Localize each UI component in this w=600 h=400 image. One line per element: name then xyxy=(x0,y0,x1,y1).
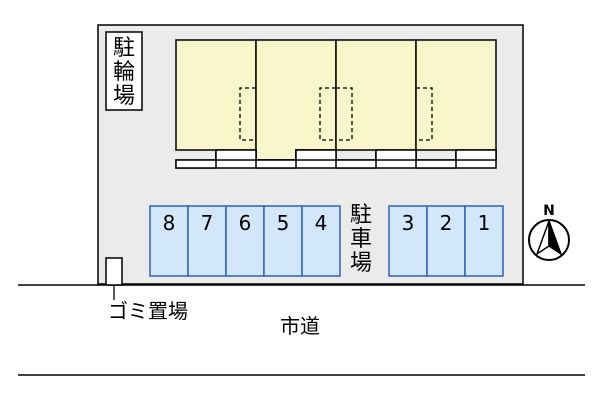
garbage-area-box xyxy=(105,257,123,286)
label-char: 輪 xyxy=(113,60,135,85)
north-label: N xyxy=(543,203,555,219)
parking-space-box xyxy=(149,205,189,277)
parking-space-number: 1 xyxy=(478,211,491,235)
parking-space-box xyxy=(225,205,265,277)
bicycle-parking-label: 駐輪場 xyxy=(113,36,135,109)
parking-space-box xyxy=(187,205,227,277)
label-char: 駐 xyxy=(113,36,135,61)
car-parking-label: 駐車場 xyxy=(350,203,372,276)
parking-space-number: 2 xyxy=(440,211,453,235)
label-char: 車 xyxy=(350,227,372,252)
building-unit-4 xyxy=(415,39,497,161)
city-road-label: 市道 xyxy=(280,314,320,338)
stair-outlines xyxy=(239,87,433,141)
parking-group-left: 8 7 6 5 4 xyxy=(149,205,341,277)
parking-space-3: 3 xyxy=(388,205,428,277)
label-char: 場 xyxy=(350,251,372,276)
parking-space-6: 6 xyxy=(225,205,265,277)
parking-space-box xyxy=(388,205,428,277)
parking-space-7: 7 xyxy=(187,205,227,277)
building-unit-3 xyxy=(335,39,417,161)
building-unit-1 xyxy=(175,39,257,161)
parking-space-number: 5 xyxy=(277,211,290,235)
parking-space-2: 2 xyxy=(426,205,466,277)
parking-space-1: 1 xyxy=(464,205,504,277)
parking-space-number: 7 xyxy=(201,211,214,235)
label-char: 場 xyxy=(113,84,135,109)
parking-space-box xyxy=(464,205,504,277)
north-arrow-icon: N xyxy=(528,203,570,261)
parking-space-5: 5 xyxy=(263,205,303,277)
parking-space-8: 8 xyxy=(149,205,189,277)
building-unit-2 xyxy=(255,39,337,161)
building-front-steps xyxy=(175,149,497,169)
parking-space-box xyxy=(301,205,341,277)
parking-space-4: 4 xyxy=(301,205,341,277)
parking-space-number: 8 xyxy=(163,211,176,235)
label-char: 駐 xyxy=(350,203,372,228)
parking-space-number: 4 xyxy=(315,211,328,235)
bicycle-parking-area xyxy=(105,31,143,111)
parking-space-number: 6 xyxy=(239,211,252,235)
parking-space-number: 3 xyxy=(402,211,415,235)
apartment-building xyxy=(175,39,497,161)
garbage-area-label: ゴミ置場 xyxy=(108,299,188,323)
parking-space-box xyxy=(426,205,466,277)
parking-group-right: 3 2 1 xyxy=(388,205,504,277)
